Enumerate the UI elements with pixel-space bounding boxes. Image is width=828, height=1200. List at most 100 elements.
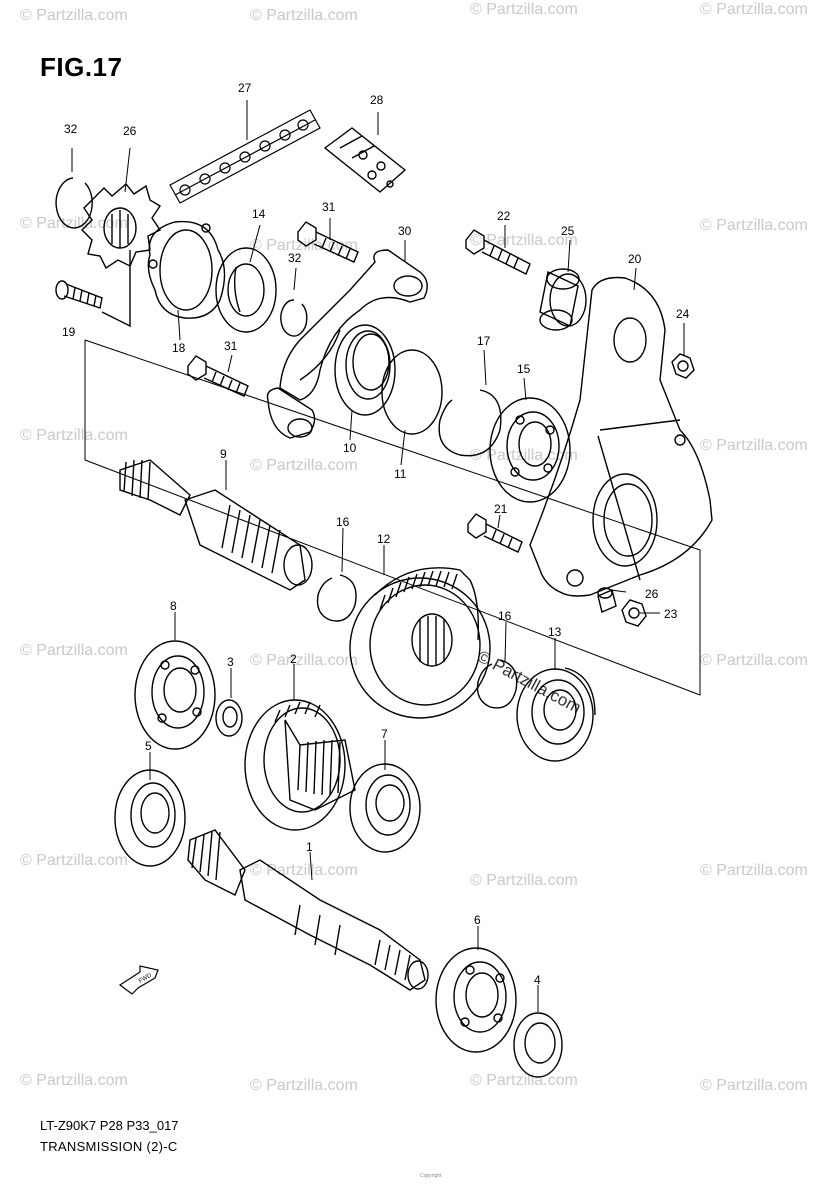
bearing-6-drawing <box>435 947 517 1053</box>
shaft-9-drawing <box>119 459 313 591</box>
callout-31b: 31 <box>224 339 238 353</box>
callout-12: 12 <box>377 532 391 546</box>
washer-drawing <box>215 699 243 737</box>
bolt-lower-drawing <box>187 355 249 397</box>
bracket-drawing <box>529 276 713 597</box>
diagram-caption: TRANSMISSION (2)-C <box>40 1139 178 1154</box>
leader-lines <box>71 100 685 1012</box>
callout-labels: 32 26 27 28 19 18 14 32 31 31 30 10 11 1… <box>62 81 690 987</box>
forward-arrow-icon: FWD <box>118 965 159 995</box>
callout-5: 5 <box>145 739 152 753</box>
nut-23-drawing <box>621 599 647 627</box>
watermark-13: © Partzilla.com <box>250 652 358 669</box>
chain-drawing <box>169 109 321 204</box>
watermark-19: © Partzilla.com <box>20 1072 128 1089</box>
callout-11: 11 <box>394 467 407 481</box>
watermark-1: © Partzilla.com <box>250 7 358 24</box>
bolt-21-drawing <box>467 513 523 553</box>
screw-drawing <box>55 280 103 309</box>
bearing-13-drawing <box>516 667 596 762</box>
watermark-17: © Partzilla.com <box>470 872 578 889</box>
circlip-16b-drawing <box>476 659 518 709</box>
callout-18: 18 <box>172 341 186 355</box>
watermark-2: © Partzilla.com <box>470 1 578 18</box>
gasket-drawing <box>147 220 226 319</box>
sprocket-drawing <box>81 182 162 270</box>
callout-26: 26 <box>645 587 659 601</box>
watermark-14: © Partzilla.com <box>700 652 808 669</box>
callout-27: 26 <box>123 124 137 138</box>
arm-drawing <box>266 249 428 439</box>
assembly-box <box>84 339 701 696</box>
watermark-0: © Partzilla.com <box>20 7 128 24</box>
watermark-7: © Partzilla.com <box>700 217 808 234</box>
callout-22: 22 <box>497 209 511 223</box>
callout-3: 3 <box>227 655 234 669</box>
leader-19 <box>101 250 131 328</box>
watermark-10: © Partzilla.com <box>470 447 578 464</box>
callout-19: 19 <box>62 325 76 339</box>
callout-31a: 31 <box>322 200 336 214</box>
copyright-note: Copyright <box>420 1173 442 1179</box>
watermark-9: © Partzilla.com <box>250 457 358 474</box>
callout-32b: 32 <box>288 251 302 265</box>
gear-12-drawing <box>349 567 491 719</box>
callout-21: 21 <box>494 502 508 516</box>
callout-4: 4 <box>534 973 541 987</box>
watermark-11: © Partzilla.com <box>700 437 808 454</box>
watermark-layer: © Partzilla.com © Partzilla.com © Partzi… <box>20 1 808 1094</box>
circlip-small-drawing <box>280 299 308 337</box>
watermark-15: © Partzilla.com <box>20 852 128 869</box>
collar-drawing <box>539 268 587 331</box>
watermark-8: © Partzilla.com <box>20 427 128 444</box>
nut-24-drawing <box>671 353 695 379</box>
callout-30: 30 <box>398 224 412 238</box>
chain-joint-drawing <box>323 127 407 193</box>
pin-drawing <box>597 587 617 613</box>
callout-15: 15 <box>517 362 531 376</box>
callout-16b: 16 <box>498 609 512 623</box>
figure-title: FIG.17 <box>40 52 123 82</box>
watermark-22: © Partzilla.com <box>700 1077 808 1094</box>
bearing-8-drawing <box>134 640 216 750</box>
bearing-15-drawing <box>489 397 571 503</box>
callout-14: 14 <box>252 207 266 221</box>
callout-24: 24 <box>676 307 690 321</box>
callout-23: 23 <box>664 607 678 621</box>
bearing-7-drawing <box>349 763 421 853</box>
bolt-upper-drawing <box>297 221 359 263</box>
callout-6: 6 <box>474 913 481 927</box>
callout-8: 8 <box>170 599 177 613</box>
watermark-5: © Partzilla.com <box>250 237 358 254</box>
callout-28: 27 <box>238 81 252 95</box>
callout-2: 2 <box>290 652 297 666</box>
watermark-16: © Partzilla.com <box>250 862 358 879</box>
callout-9: 9 <box>220 447 227 461</box>
callout-13: 13 <box>548 625 562 639</box>
shaft-1-drawing <box>187 829 429 991</box>
circlip-17-drawing <box>438 389 502 457</box>
watermark-12: © Partzilla.com <box>20 642 128 659</box>
circlip-16a-drawing <box>316 574 357 622</box>
watermark-3: © Partzilla.com <box>700 1 808 18</box>
watermark-4: © Partzilla.com <box>20 215 128 232</box>
callout-7: 7 <box>381 727 388 741</box>
watermark-18: © Partzilla.com <box>700 862 808 879</box>
watermark-20: © Partzilla.com <box>250 1077 358 1094</box>
callout-29: 28 <box>370 93 384 107</box>
callout-32a: 32 <box>64 122 78 136</box>
o-ring-drawing <box>381 349 443 435</box>
bolt-22-drawing <box>465 229 531 275</box>
seal-drawing <box>215 247 277 333</box>
callout-16a: 16 <box>336 515 350 529</box>
callout-10: 10 <box>343 441 357 455</box>
gear-2-drawing <box>244 699 356 831</box>
callout-20: 20 <box>628 252 642 266</box>
model-code: LT-Z90K7 P28 P33_017 <box>40 1118 179 1133</box>
watermark-6: © Partzilla.com <box>470 232 578 249</box>
watermark-21: © Partzilla.com <box>470 1072 578 1089</box>
callout-1: 1 <box>306 840 313 854</box>
bearing-5-drawing <box>114 769 186 867</box>
